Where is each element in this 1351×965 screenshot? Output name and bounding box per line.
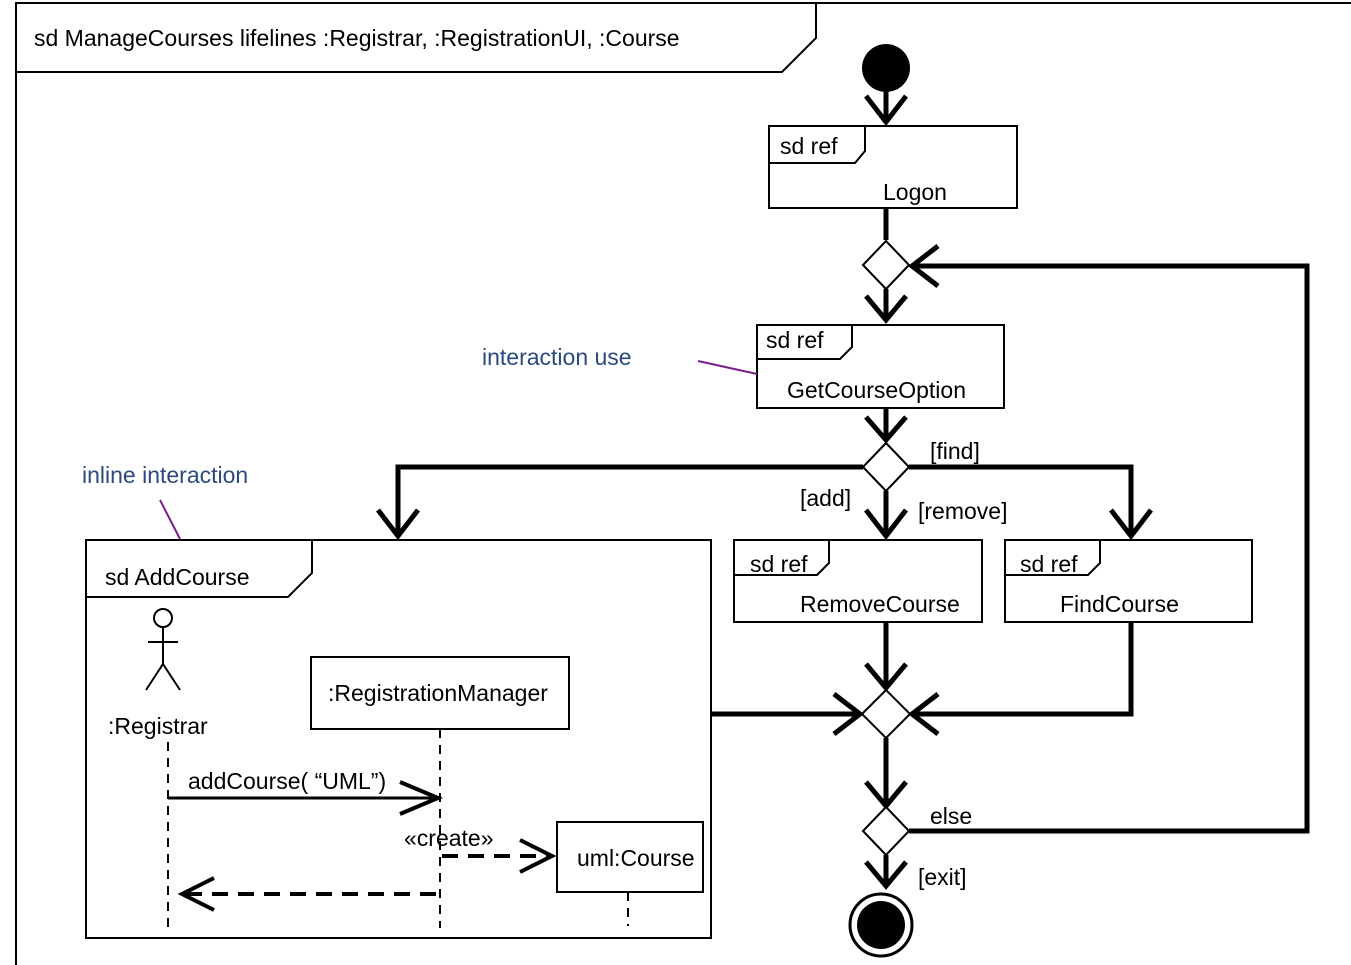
lifeline-registration-manager-label: :RegistrationManager bbox=[328, 680, 548, 706]
outer-frame-title: sd ManageCourses lifelines :Registrar, :… bbox=[34, 25, 680, 51]
guard-add: [add] bbox=[800, 485, 851, 511]
guard-remove: [remove] bbox=[918, 498, 1007, 524]
guard-find: [find] bbox=[930, 438, 980, 464]
ref-remove-course-name: RemoveCourse bbox=[800, 591, 960, 617]
ref-find-course bbox=[1004, 539, 1253, 623]
annotation-interaction-use: interaction use bbox=[482, 344, 632, 370]
ref-find-course-name: FindCourse bbox=[1060, 591, 1179, 617]
ref-get-course-option-name: GetCourseOption bbox=[787, 377, 966, 403]
ref-get-course-option bbox=[756, 324, 1005, 409]
actor-icon bbox=[145, 608, 181, 691]
ref-logon bbox=[768, 125, 1018, 209]
annotation-inline-interaction: inline interaction bbox=[82, 462, 248, 488]
actor-label: :Registrar bbox=[108, 713, 208, 739]
annotation-inline-interaction-connector bbox=[159, 499, 181, 540]
message-create: «create» bbox=[404, 825, 494, 851]
inline-frame-title: sd AddCourse bbox=[105, 564, 249, 590]
guard-exit: [exit] bbox=[918, 864, 967, 890]
ref-logon-name: Logon bbox=[883, 179, 947, 205]
message-add-course: addCourse( “UML”) bbox=[188, 768, 386, 794]
ref-remove-course-tag: sd ref bbox=[750, 551, 808, 577]
lifeline-course bbox=[556, 821, 704, 893]
annotation-interaction-use-connector bbox=[697, 360, 758, 375]
ref-logon-tag: sd ref bbox=[780, 133, 838, 159]
ref-remove-course bbox=[733, 539, 983, 623]
initial-node bbox=[862, 44, 910, 92]
final-node-inner bbox=[857, 901, 905, 949]
ref-get-course-option-tag: sd ref bbox=[766, 327, 824, 353]
lifeline-registration-manager bbox=[310, 656, 570, 730]
ref-find-course-tag: sd ref bbox=[1020, 551, 1078, 577]
guard-else: else bbox=[930, 803, 972, 829]
lifeline-course-label: uml:Course bbox=[577, 845, 695, 871]
outer-frame-tab bbox=[16, 3, 817, 73]
